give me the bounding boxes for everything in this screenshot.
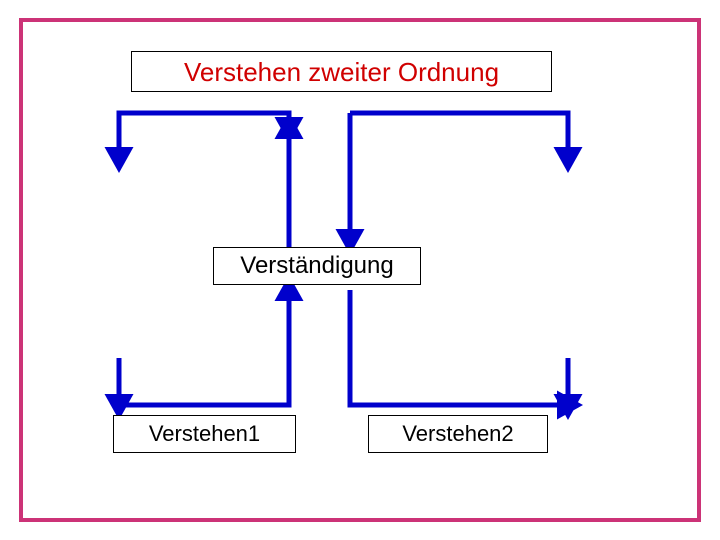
node-verstehen1[interactable]: Verstehen1 <box>113 415 296 453</box>
node-verstaendigung[interactable]: Verständigung <box>213 247 421 285</box>
arrow-verstehen1-to-verstaendigung <box>119 275 304 408</box>
node-verstehen1-label: Verstehen1 <box>148 421 261 446</box>
arrow-title-down-left-inner <box>119 110 304 143</box>
arrow-title-to-left <box>104 110 134 173</box>
arrow-verstaendigung-to-verstehen2 <box>347 290 583 420</box>
slide-frame-border <box>19 18 701 522</box>
node-verstehen2-label: Verstehen2 <box>402 421 514 446</box>
node-verstehen2[interactable]: Verstehen2 <box>368 415 548 453</box>
node-verstaendigung-label: Verständigung <box>240 252 394 279</box>
node-verstehen-zweiter-ordnung[interactable]: Verstehen zweiter Ordnung <box>131 51 552 92</box>
node-title-label: Verstehen zweiter Ordnung <box>183 56 500 87</box>
arrow-title-to-right <box>350 110 583 173</box>
